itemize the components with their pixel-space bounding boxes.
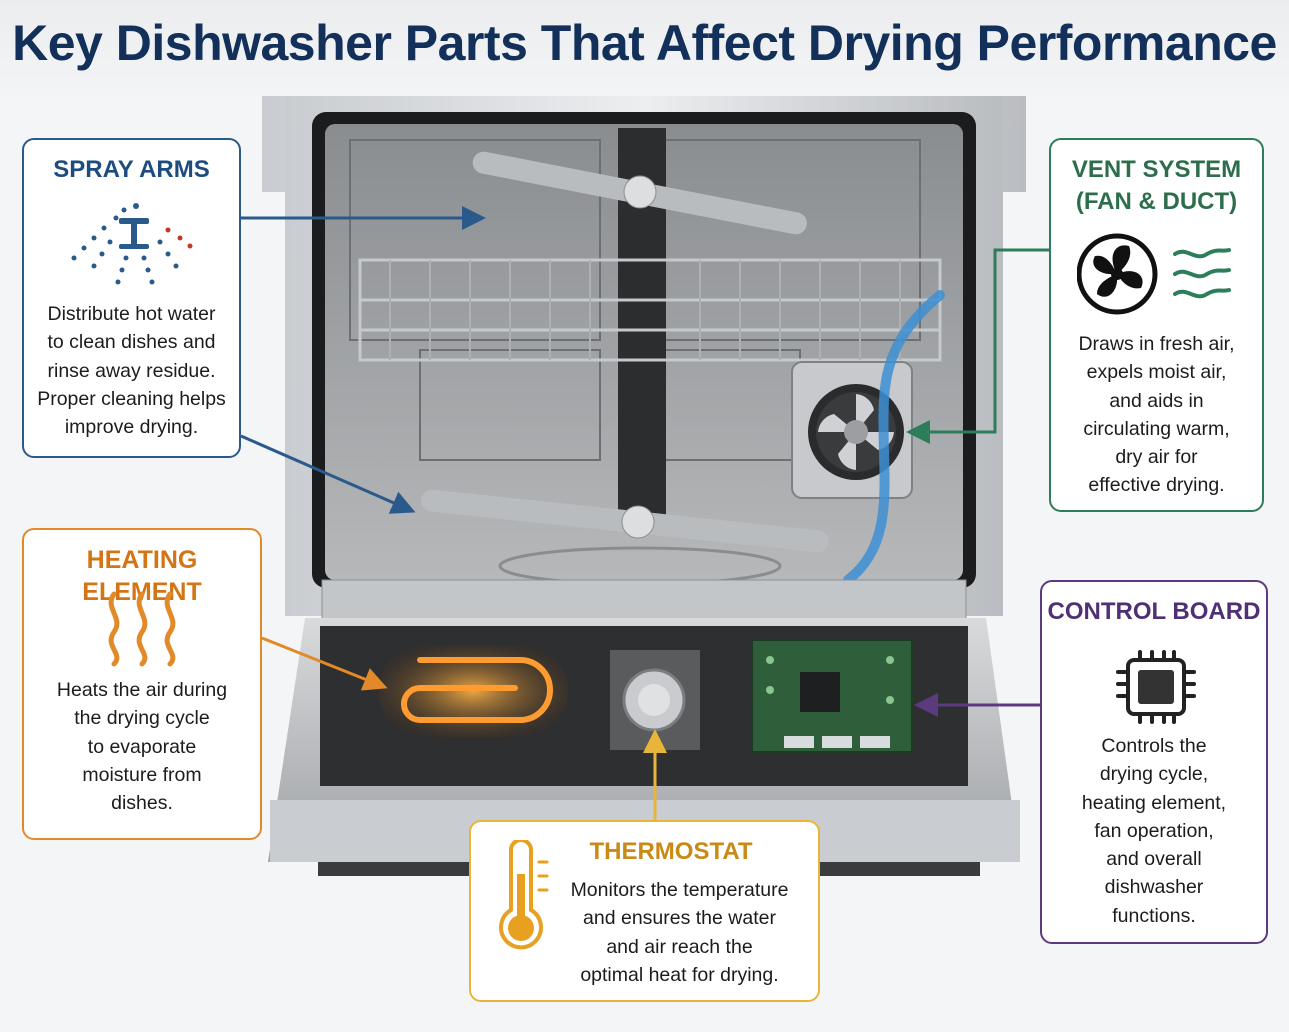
thermostat-card: THERMOSTAT Monitors the temperature and … xyxy=(469,820,820,1002)
control-board-card: CONTROL BOARD Controls the drying cycle,… xyxy=(1040,580,1268,944)
thermometer-icon xyxy=(499,840,549,950)
spray-arms-title: SPRAY ARMS xyxy=(53,156,210,183)
thermostat-title: THERMOSTAT xyxy=(589,838,753,865)
fan-icon xyxy=(1077,233,1231,315)
spray-arms-description: Distribute hot water to clean dishes and… xyxy=(37,303,226,439)
control-board-description: Controls the drying cycle, heating eleme… xyxy=(1081,735,1227,927)
control-board-title: CONTROL BOARD xyxy=(1047,598,1261,625)
heating-element-description: Heats the air during the drying cycle to… xyxy=(56,679,228,815)
vent-system-card: VENT SYSTEM (FAN & DUCT) Draws in fresh … xyxy=(1049,138,1264,512)
heat-waves-icon xyxy=(108,591,176,667)
page-title: Key Dishwasher Parts That Affect Drying … xyxy=(12,15,1277,71)
chip-icon xyxy=(1116,650,1196,724)
vent-system-description: Draws in fresh air, expels moist air, an… xyxy=(1078,333,1235,497)
heating-element-card: HEATING ELEMENT Heats the air during the… xyxy=(22,528,262,840)
spray-arm-icon xyxy=(71,203,193,285)
vent-system-title: VENT SYSTEM (FAN & DUCT) xyxy=(1071,156,1242,215)
spray-arms-card: SPRAY ARMS Distribute hot water to clean… xyxy=(22,138,241,458)
thermostat-description: Monitors the temperature and ensures the… xyxy=(570,879,789,986)
title-band xyxy=(0,0,1289,96)
